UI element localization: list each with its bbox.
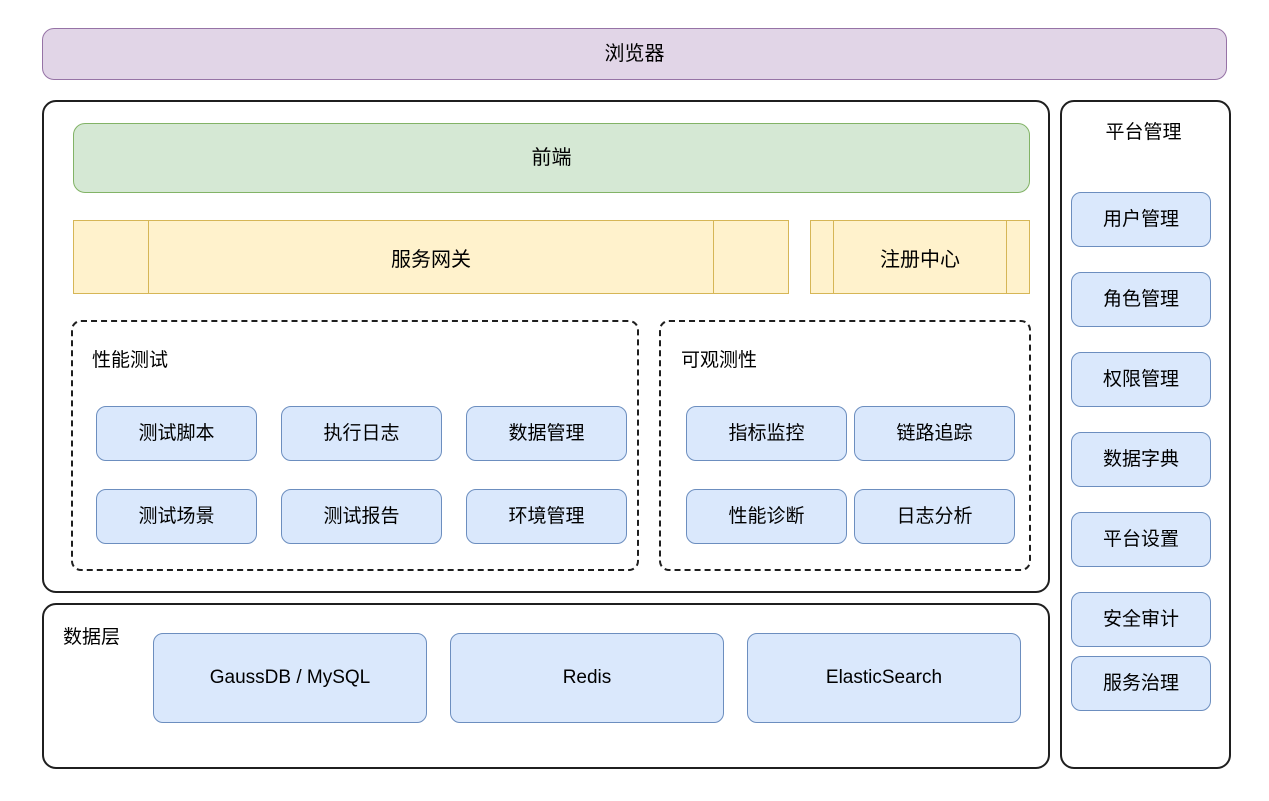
frontend-node: 前端: [73, 123, 1030, 193]
registry-center-label: 注册中心: [880, 248, 960, 271]
sidebar-item-platform-settings[interactable]: 平台设置: [1071, 512, 1211, 567]
sidebar-item-label: 平台设置: [1102, 528, 1179, 550]
group-observability: [659, 320, 1031, 571]
module-execution-log[interactable]: 执行日志: [281, 406, 442, 461]
datastore-label: GaussDB / MySQL: [209, 667, 371, 689]
group-performance-testing: [71, 320, 639, 571]
sidebar-item-label: 用户管理: [1102, 208, 1179, 230]
sidebar-item-label: 角色管理: [1102, 288, 1179, 310]
sidebar-item-label: 数据字典: [1102, 448, 1179, 470]
module-trace-tracking[interactable]: 链路追踪: [854, 406, 1015, 461]
registry-left-rule: [833, 221, 834, 293]
gateway-right-rule: [713, 221, 714, 293]
datastore-label: ElasticSearch: [825, 667, 943, 689]
module-label: 数据管理: [508, 422, 585, 444]
module-label: 性能诊断: [728, 505, 805, 527]
module-environment-management[interactable]: 环境管理: [466, 489, 627, 544]
browser-bar-label: 浏览器: [604, 42, 665, 65]
module-label: 环境管理: [508, 505, 585, 527]
data-layer-title: 数据层: [63, 627, 121, 648]
group-observability-title: 可观测性: [681, 350, 758, 371]
datastore-label: Redis: [562, 667, 612, 689]
sidebar-item-user-management[interactable]: 用户管理: [1071, 192, 1211, 247]
module-test-script[interactable]: 测试脚本: [96, 406, 257, 461]
sidebar-item-role-management[interactable]: 角色管理: [1071, 272, 1211, 327]
module-label: 测试场景: [138, 505, 215, 527]
sidebar-item-service-governance[interactable]: 服务治理: [1071, 656, 1211, 711]
sidebar-item-permission-management[interactable]: 权限管理: [1071, 352, 1211, 407]
module-label: 执行日志: [323, 422, 400, 444]
sidebar-item-label: 服务治理: [1102, 672, 1179, 694]
module-label: 测试脚本: [138, 422, 215, 444]
module-log-analysis[interactable]: 日志分析: [854, 489, 1015, 544]
sidebar-item-label: 权限管理: [1102, 368, 1179, 390]
registry-center-node: 注册中心: [810, 220, 1030, 294]
module-label: 链路追踪: [896, 422, 973, 444]
module-test-scenario[interactable]: 测试场景: [96, 489, 257, 544]
group-performance-testing-title: 性能测试: [92, 350, 169, 371]
module-test-report[interactable]: 测试报告: [281, 489, 442, 544]
service-gateway-node: 服务网关: [73, 220, 789, 294]
module-data-management[interactable]: 数据管理: [466, 406, 627, 461]
gateway-left-rule: [148, 221, 149, 293]
sidebar-item-data-dictionary[interactable]: 数据字典: [1071, 432, 1211, 487]
module-metrics-monitoring[interactable]: 指标监控: [686, 406, 847, 461]
platform-management-title: 平台管理: [1105, 122, 1182, 143]
service-gateway-label: 服务网关: [391, 248, 471, 271]
datastore-redis[interactable]: Redis: [450, 633, 724, 723]
module-label: 指标监控: [728, 422, 805, 444]
registry-right-rule: [1006, 221, 1007, 293]
browser-bar: 浏览器: [42, 28, 1227, 80]
sidebar-item-security-audit[interactable]: 安全审计: [1071, 592, 1211, 647]
module-label: 测试报告: [323, 505, 400, 527]
module-label: 日志分析: [896, 505, 973, 527]
datastore-elasticsearch[interactable]: ElasticSearch: [747, 633, 1021, 723]
datastore-gaussdb-mysql[interactable]: GaussDB / MySQL: [153, 633, 427, 723]
sidebar-item-label: 安全审计: [1102, 608, 1179, 630]
module-performance-diagnosis[interactable]: 性能诊断: [686, 489, 847, 544]
frontend-label: 前端: [531, 146, 572, 169]
